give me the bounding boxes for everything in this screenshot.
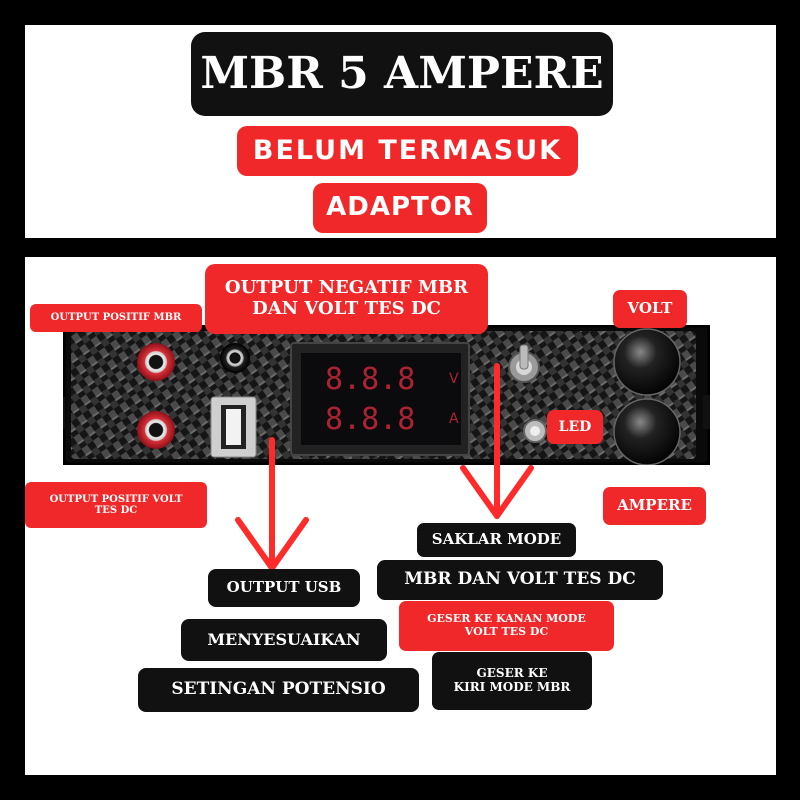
- label-led-text: LED: [558, 418, 592, 435]
- label-ampere-text: AMPERE: [617, 496, 692, 515]
- jack-negatif: [220, 343, 250, 373]
- note-line1-text: BELUM TERMASUK: [252, 135, 563, 167]
- label-output-usb-text: OUTPUT USB: [226, 578, 342, 597]
- jack-positif-mbr: [137, 343, 175, 381]
- label-geser-kanan-line2: VOLT TES DC: [464, 625, 549, 638]
- label-volt-text: VOLT: [627, 299, 673, 318]
- label-output-positif-volt-line2: TES DC: [94, 505, 138, 516]
- label-ampere: AMPERE: [603, 487, 706, 525]
- label-setingan-potensio: SETINGAN POTENSIO: [138, 668, 419, 712]
- label-led: LED: [547, 410, 603, 444]
- title-banner: MBR 5 AMPERE: [191, 32, 613, 116]
- device-svg: 8.8.8 8.8.8 V A: [57, 322, 713, 468]
- label-saklar-mode-text: SAKLAR MODE: [431, 530, 562, 549]
- label-output-positif-volt-line1: OUTPUT POSITIF VOLT: [49, 493, 183, 505]
- note-line2-text: ADAPTOR: [326, 192, 474, 223]
- label-geser-kanan: GESER KE KANAN MODE VOLT TES DC: [399, 601, 614, 651]
- label-saklar-mode: SAKLAR MODE: [417, 523, 576, 557]
- label-volt: VOLT: [613, 290, 687, 328]
- label-geser-kiri: GESER KE KIRI MODE MBR: [432, 652, 592, 710]
- label-output-positif-mbr-text: OUTPUT POSITIF MBR: [50, 312, 182, 324]
- arrow-saklar: [460, 363, 534, 519]
- label-mbr-dan-volt-text: MBR DAN VOLT TES DC: [404, 569, 636, 590]
- label-output-negatif-line1: OUTPUT NEGATIF MBR: [224, 277, 469, 299]
- label-setingan-potensio-text: SETINGAN POTENSIO: [171, 679, 386, 700]
- meter-unit-v: V: [449, 371, 459, 387]
- note-line2-badge: ADAPTOR: [313, 183, 487, 233]
- jack-positif-volt: [137, 411, 175, 449]
- meter-bottom-digits: 8.8.8: [325, 402, 415, 437]
- label-geser-kiri-line1: GESER KE: [476, 666, 548, 681]
- mbr-device: 8.8.8 8.8.8 V A: [57, 322, 713, 468]
- label-mbr-dan-volt: MBR DAN VOLT TES DC: [377, 560, 663, 600]
- volt-knob[interactable]: [614, 329, 680, 395]
- note-line1-badge: BELUM TERMASUK: [237, 126, 578, 176]
- title-text: MBR 5 AMPERE: [200, 47, 604, 99]
- label-geser-kanan-line1: GESER KE KANAN MODE: [427, 612, 586, 626]
- meter-unit-a: A: [449, 411, 459, 427]
- label-output-usb: OUTPUT USB: [208, 569, 360, 607]
- label-menyesuaikan: MENYESUAIKAN: [181, 619, 387, 661]
- label-menyesuaikan-text: MENYESUAIKAN: [207, 629, 361, 649]
- label-geser-kiri-line2: KIRI MODE MBR: [453, 680, 571, 694]
- ampere-knob[interactable]: [614, 399, 680, 465]
- label-output-negatif-line2: DAN VOLT TES DC: [252, 298, 441, 319]
- label-output-positif-volt: OUTPUT POSITIF VOLT TES DC: [25, 482, 207, 528]
- label-output-negatif: OUTPUT NEGATIF MBR DAN VOLT TES DC: [205, 264, 488, 334]
- meter-top-digits: 8.8.8: [325, 362, 415, 397]
- label-output-positif-mbr: OUTPUT POSITIF MBR: [30, 304, 202, 332]
- arrow-usb: [235, 437, 309, 571]
